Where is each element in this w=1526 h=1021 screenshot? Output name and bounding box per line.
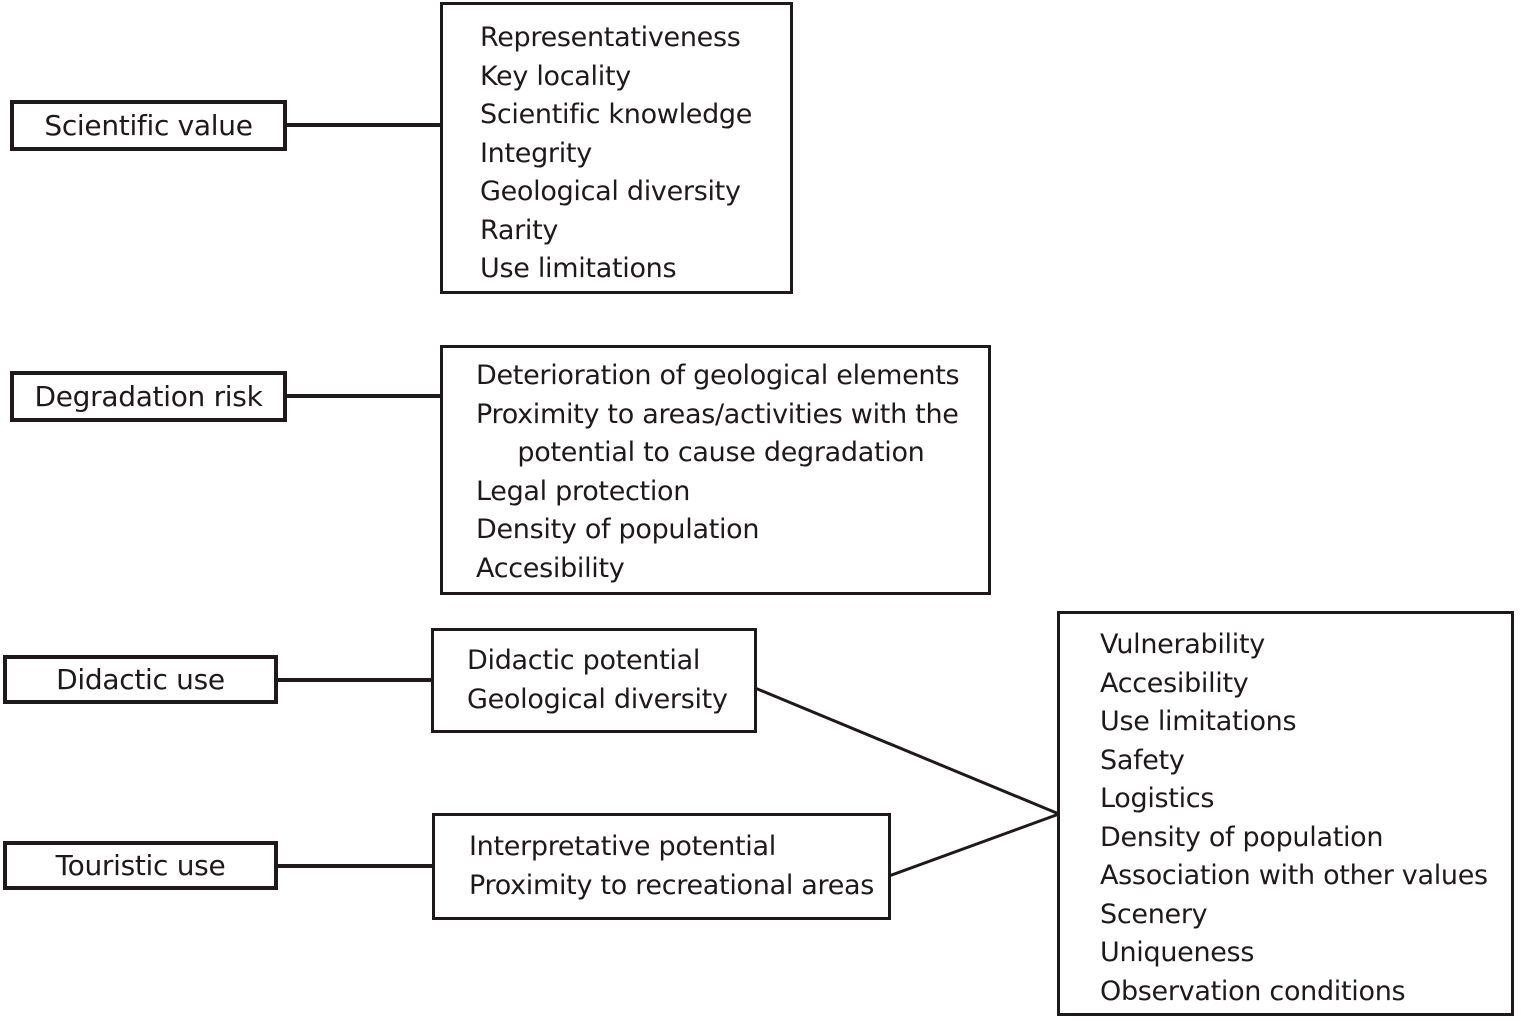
criteria-item: Density of population [476,514,760,545]
degradation-risk-label: Degradation risk [34,380,263,413]
criteria-item: Legal protection [476,475,691,507]
touristic-use-label: Touristic use [55,849,226,882]
criteria-item: Rarity [480,214,559,246]
criteria-item: Interpretative potential [469,831,776,862]
criteria-item: Deterioration of geological elements [476,360,960,391]
criteria-item: Use limitations [1100,706,1297,737]
criteria-item: Accesibility [476,552,625,584]
criteria-item: Geological diversity [467,683,728,715]
scientific-value-label: Scientific value [44,109,253,142]
criteria-item: Use limitations [480,253,677,284]
criteria-item: Density of population [1100,821,1384,853]
didactic-use-box: Didactic use [3,655,278,704]
criteria-item: Geological diversity [480,176,741,207]
criteria-item: Observation conditions [1100,975,1406,1007]
criteria-item: Proximity to areas/activities with the [476,398,959,430]
degradation-risk-box: Degradation risk [10,371,287,422]
criteria-item: Representativeness [480,22,741,53]
criteria-item: Safety [1100,744,1185,776]
criteria-item: Logistics [1100,783,1215,814]
connector-touristic-to-shared [888,812,1060,878]
criteria-item: Uniqueness [1100,937,1255,968]
criteria-item: Vulnerability [1100,629,1265,660]
criteria-item: Scenery [1100,898,1208,930]
didactic-use-label: Didactic use [56,663,225,696]
connector-didactic-to-shared [754,686,1060,816]
criteria-item: potential to cause degradation [476,437,925,468]
criteria-item: Proximity to recreational areas [469,869,875,901]
criteria-item: Key locality [480,60,631,92]
scientific-value-box: Scientific value [10,100,287,151]
criteria-item: Integrity [480,137,592,169]
criteria-item: Accesibility [1100,667,1249,699]
criteria-item: Didactic potential [467,645,701,676]
criteria-item: Association with other values [1100,860,1488,891]
touristic-use-box: Touristic use [3,841,278,890]
criteria-item: Scientific knowledge [480,99,753,130]
